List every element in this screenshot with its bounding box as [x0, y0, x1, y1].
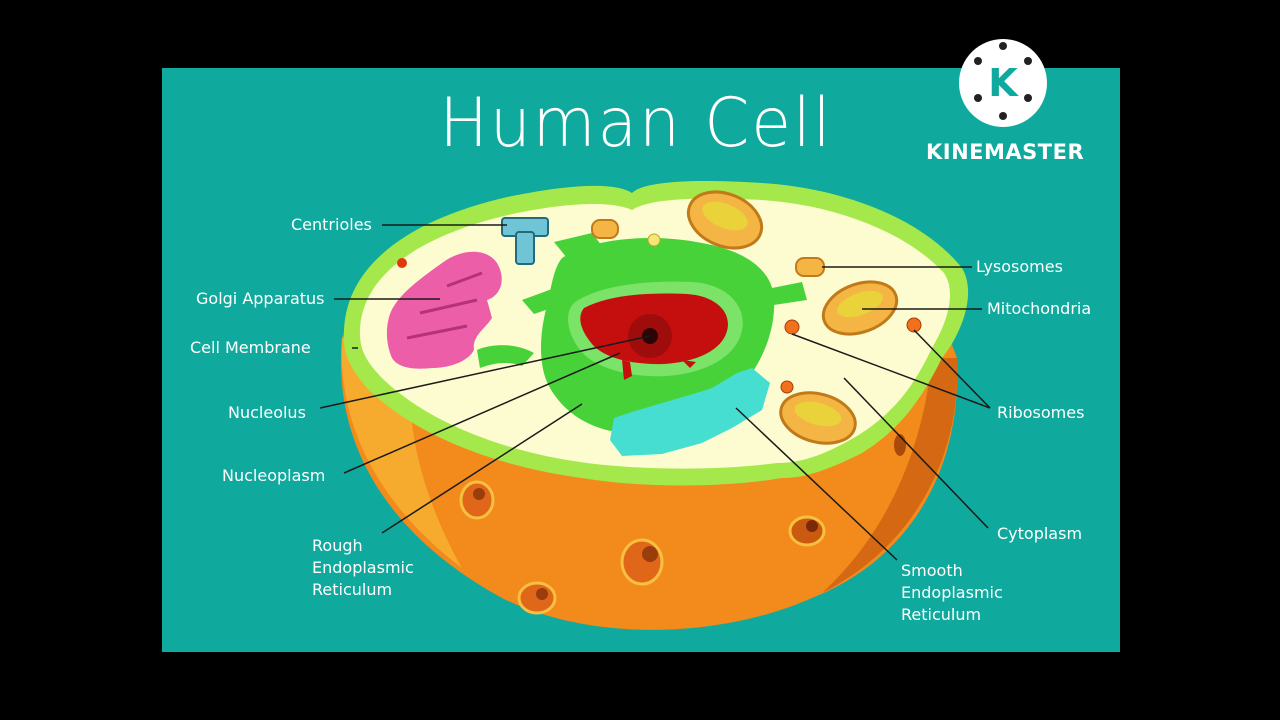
ribosome: [906, 317, 922, 333]
label-smooth-er: Smooth Endoplasmic Reticulum: [901, 561, 1003, 624]
label-mitochondria: Mitochondria: [987, 299, 1092, 318]
kinemaster-logo-letter: K: [988, 61, 1019, 105]
label-cell-membrane: Cell Membrane: [190, 338, 311, 357]
leader-ribosomes-a: [791, 333, 991, 409]
label-centrioles: Centrioles: [291, 215, 372, 234]
cell-illustration: [340, 181, 969, 630]
smooth-er: [610, 368, 770, 456]
label-golgi-apparatus: Golgi Apparatus: [196, 289, 325, 308]
leader-smooth-er: [735, 407, 898, 561]
centriole: [515, 231, 535, 265]
kinemaster-wordmark: KINEMASTER: [926, 140, 1085, 164]
leader-lines: [319, 224, 991, 561]
diagram-title: Human Cell: [439, 84, 833, 163]
label-cytoplasm: Cytoplasm: [997, 524, 1083, 543]
leader-cytoplasm: [843, 377, 989, 529]
label-nucleoplasm: Nucleoplasm: [222, 466, 326, 485]
vesicle: [647, 233, 661, 247]
label-ribosomes: Ribosomes: [997, 403, 1085, 422]
label-nucleolus: Nucleolus: [228, 403, 306, 422]
leader-ribosomes-b: [913, 329, 991, 409]
leader-nucleoplasm: [343, 352, 621, 474]
leader-nucleolus: [319, 335, 651, 409]
cell-shell-shade-right: [822, 358, 958, 593]
diagram-panel: Human Cell Centrioles Golgi Apparatus Ce…: [162, 68, 1120, 652]
label-rough-er: Rough Endoplasmic Reticulum: [312, 536, 414, 599]
cell-shell-shade-left: [341, 338, 462, 568]
nucleoplasm: [580, 293, 728, 365]
ribosome: [780, 380, 794, 394]
golgi-apparatus: [386, 251, 502, 369]
shell-pit: [459, 480, 495, 520]
lysosome-top: [591, 219, 619, 239]
leader-rough-er: [381, 403, 583, 534]
kinemaster-logo-icon: K: [959, 39, 1047, 127]
label-lysosomes: Lysosomes: [976, 257, 1063, 276]
ribosome: [397, 258, 407, 268]
